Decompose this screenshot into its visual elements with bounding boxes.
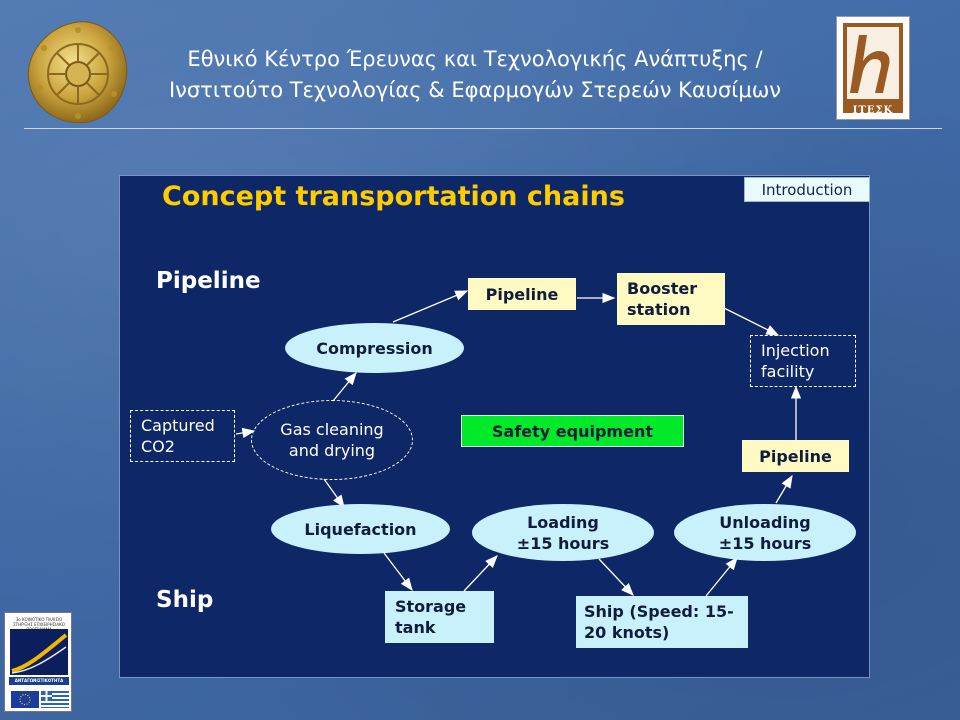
node-storage-line-1: Storage: [395, 597, 467, 616]
node-injection-line-2: facility: [761, 362, 815, 381]
node-loading: Loading±15 hours: [472, 504, 654, 561]
greek-flag-icon: [41, 691, 69, 708]
arrow-storage-to-loading: [463, 555, 498, 592]
mode-label-ship: Ship: [156, 587, 214, 613]
node-ship-speed: Ship (Speed: 15- 20 knots): [576, 596, 748, 648]
arrow-captured-to-cleaning: [235, 427, 256, 439]
node-ship-line-1: Ship (Speed: 15-: [584, 602, 734, 621]
node-safety-equipment: Safety equipment: [461, 415, 684, 447]
programme-emblem-icon: [10, 629, 68, 675]
research-centre-seal-logo: [27, 21, 128, 124]
node-unloading: Unloading±15 hours: [674, 504, 856, 561]
arrow-liquefaction-to-storage: [383, 552, 413, 592]
node-loading-line-1: Loading: [527, 512, 599, 532]
mode-label-pipeline: Pipeline: [156, 268, 261, 294]
operational-programme-logo: 3ο ΚΟΙΝΟΤΙΚΟ ΠΛΑΙΣΙΟ ΣΤΗΡΙΞΗΣ ΕΠΙΧΕΙΡΗΣΙ…: [4, 612, 72, 712]
itesk-logo-mark: [843, 23, 903, 113]
arrow-loading-to-ship: [598, 558, 634, 596]
node-injection-line-1: Injection: [761, 341, 830, 360]
arrow-cleaning-to-compression: [332, 371, 357, 402]
node-booster-station: Booster station: [617, 273, 725, 325]
node-unloading-line-1: Unloading: [719, 512, 811, 532]
diagram-title: Concept transportation chains: [162, 181, 625, 212]
node-storage-line-2: tank: [395, 618, 436, 637]
node-unloading-line-2: ±15 hours: [718, 533, 812, 553]
node-loading-line-2: ±15 hours: [516, 533, 610, 553]
itesk-logo: ΙΤΕΣΚ: [836, 16, 910, 120]
node-liquefaction: Liquefaction: [271, 504, 450, 554]
node-gas-cleaning-line-1: Gas cleaning: [280, 420, 384, 439]
node-ship-line-2: 20 knots): [584, 623, 670, 642]
arrow-cleaning-to-liquefaction: [323, 478, 345, 509]
node-gas-cleaning-drying: Gas cleaning and drying: [251, 400, 413, 480]
node-compression: Compression: [285, 323, 464, 373]
node-storage-tank: Storage tank: [385, 591, 494, 643]
section-tag-introduction: Introduction: [744, 177, 870, 202]
node-booster-line-1: Booster: [627, 279, 698, 298]
institute-header: Εθνικό Κέντρο Έρευνας και Τεχνολογικής Α…: [150, 44, 800, 106]
arrow-ship-to-unloading: [705, 556, 738, 597]
header-divider: [24, 128, 942, 129]
header-line-1: Εθνικό Κέντρο Έρευνας και Τεχνολογικής Α…: [187, 47, 763, 71]
node-injection-facility: Injection facility: [750, 335, 856, 387]
eu-flag-icon: [11, 691, 39, 708]
node-gas-cleaning-line-2: and drying: [288, 441, 376, 460]
itesk-caption: ΙΤΕΣΚ: [852, 105, 894, 116]
node-captured-co2-line-2: CO2: [141, 437, 175, 456]
node-captured-co2-line-1: Captured: [141, 416, 215, 435]
arrow-unloading-to-pipeline: [775, 474, 793, 504]
header-line-2: Ινστιτούτο Τεχνολογίας & Εφαρμογών Στερε…: [168, 78, 782, 102]
arrow-compression-to-pipeline: [392, 290, 469, 323]
node-pipeline-right: Pipeline: [742, 440, 849, 472]
node-booster-line-2: station: [627, 300, 691, 319]
arrow-booster-to-injection: [723, 307, 780, 336]
diagram-panel: Concept transportation chains Introducti…: [119, 175, 870, 678]
node-pipeline-top: Pipeline: [468, 278, 576, 310]
flow-arrows: [235, 290, 802, 597]
programme-band: ΑΝΤΑΓΩΝΙΣΤΙΚΟΤΗΤΑ: [9, 677, 69, 685]
